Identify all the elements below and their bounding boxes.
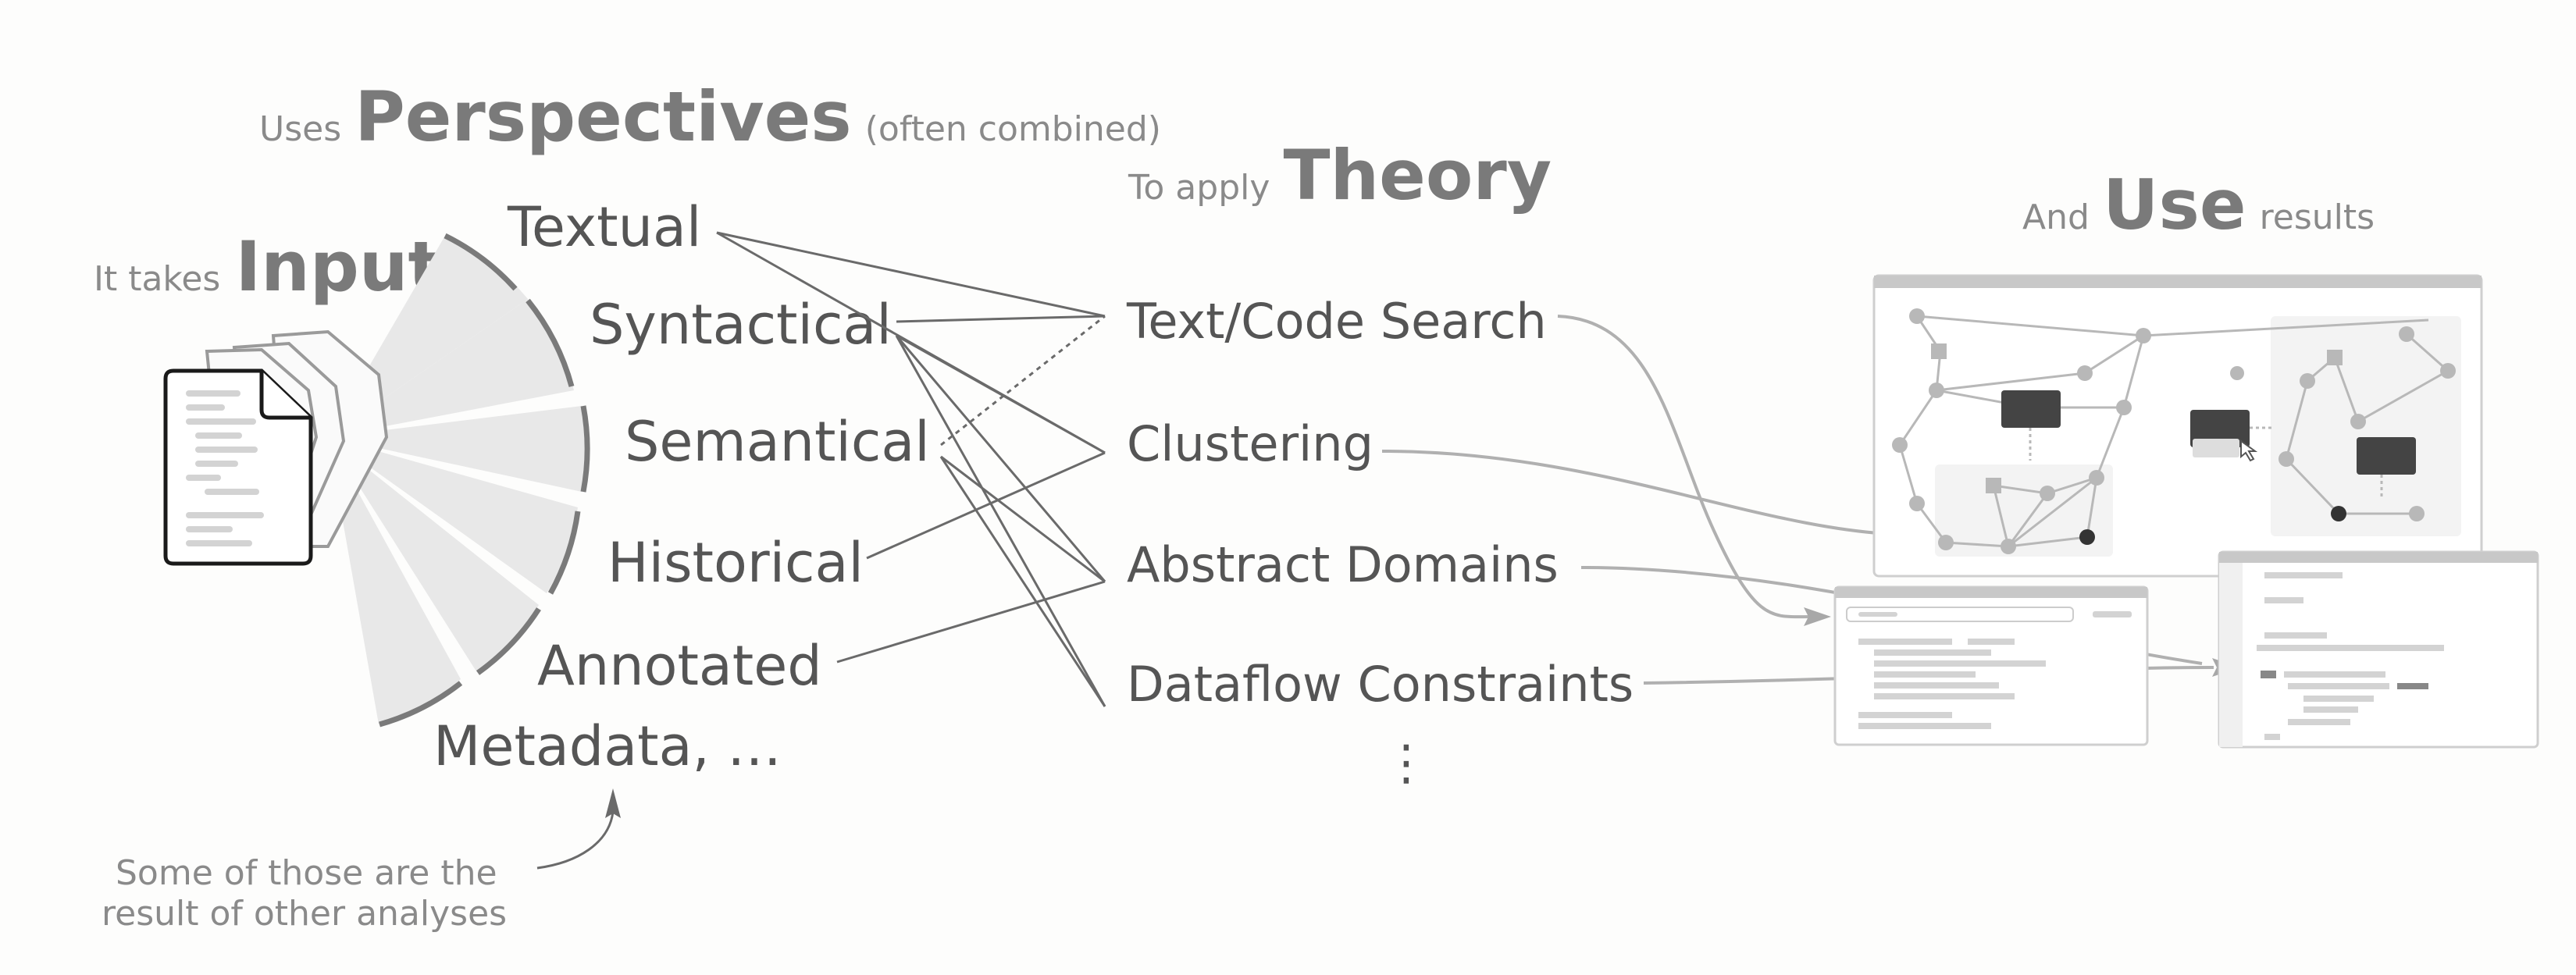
graph-node	[2350, 414, 2366, 429]
theory-text-code-search: Text/Code Search	[1126, 293, 1547, 350]
theory-heading: To apply Theory	[1128, 135, 1552, 215]
theory-more-ellipsis: ⋮	[1382, 734, 1431, 791]
graph-cluster-right	[2271, 316, 2461, 536]
note-arrow	[537, 812, 613, 868]
use-title: Use	[2103, 165, 2246, 245]
connector	[941, 316, 1105, 445]
theory-abstract-domains: Abstract Domains	[1127, 536, 1559, 593]
graph-node	[2089, 470, 2104, 486]
editor-window-titlebar	[2219, 552, 2538, 563]
perspectives-heading: Uses Perspectives (often combined)	[259, 77, 1161, 157]
graph-tooltip	[2193, 439, 2239, 457]
graph-node	[2136, 328, 2151, 343]
graph-node-selected	[2079, 529, 2095, 545]
curve-clustering-to-graph	[1382, 451, 1905, 535]
search-results-window	[1835, 587, 2147, 745]
connector	[941, 457, 1105, 706]
graph-window-titlebar	[1874, 276, 2482, 288]
graph-node	[1931, 343, 1947, 359]
input-title: Input	[235, 226, 440, 307]
input-prefix: It takes	[94, 259, 220, 299]
perspectives-prefix: Uses	[259, 109, 341, 149]
graph-node	[1892, 437, 1908, 453]
graph-node-box	[2001, 390, 2061, 428]
graph-node	[1909, 496, 1925, 511]
graph-node	[2278, 451, 2294, 467]
graph-node-selected	[2331, 506, 2346, 521]
input-heading: It takes Input	[94, 226, 441, 307]
perspective-syntactical: Syntactical	[590, 293, 892, 357]
graph-node	[2409, 506, 2425, 521]
graph-node	[2116, 400, 2132, 415]
theory-clustering: Clustering	[1127, 415, 1374, 472]
connector	[837, 582, 1105, 662]
connector	[896, 336, 1105, 706]
graph-node	[1986, 478, 2001, 493]
theory-dataflow-constraints: Dataflow Constraints	[1127, 656, 1634, 713]
editor-gutter	[2219, 563, 2243, 747]
graph-node	[1909, 308, 1925, 324]
connector	[896, 316, 1105, 322]
graph-node	[2230, 366, 2244, 380]
use-prefix: And	[2022, 197, 2090, 237]
theory-prefix: To apply	[1128, 168, 1270, 208]
graph-node-box	[2357, 437, 2416, 475]
graph-node	[1938, 535, 1954, 550]
graph-node	[2001, 539, 2016, 554]
graph-node	[2040, 486, 2055, 501]
graph-node	[2327, 350, 2343, 365]
graph-view-window	[1874, 276, 2482, 576]
search-window-titlebar	[1835, 587, 2147, 598]
note-line-1: Some of those are the	[116, 853, 497, 893]
perspective-historical: Historical	[607, 531, 864, 595]
graph-node	[2399, 326, 2414, 342]
perspectives-title: Perspectives	[355, 77, 851, 157]
perspective-metadata: Metadata, …	[433, 714, 782, 778]
note-line-2: result of other analyses	[102, 894, 507, 934]
perspective-textual: Textual	[507, 195, 701, 259]
theory-title: Theory	[1284, 135, 1552, 215]
use-heading: And Use results	[2022, 165, 2375, 245]
perspectives-suffix: (often combined)	[865, 109, 1161, 149]
graph-node	[2440, 363, 2456, 379]
perspective-semantical: Semantical	[625, 410, 930, 474]
graph-node	[2077, 365, 2093, 381]
perspective-annotated: Annotated	[537, 634, 822, 698]
use-suffix: results	[2260, 197, 2375, 237]
graph-node	[1929, 383, 1944, 398]
code-editor-window	[2219, 552, 2538, 747]
graph-node	[2300, 373, 2315, 389]
